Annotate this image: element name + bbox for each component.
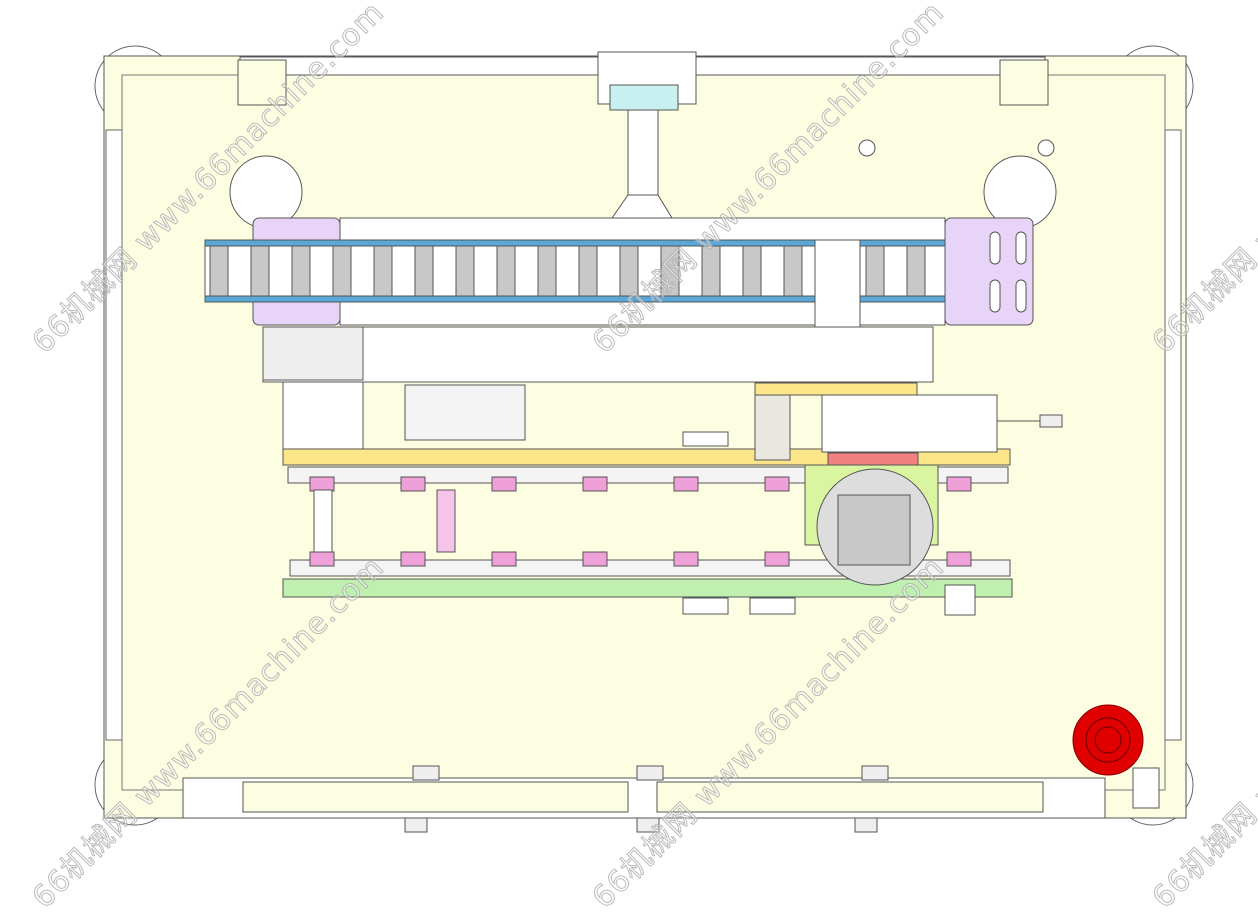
plug (1039, 414, 1063, 428)
cable-chain (204, 239, 946, 303)
top-clamp-left (237, 59, 287, 106)
top-clamp-right (999, 59, 1049, 106)
feet (404, 765, 889, 833)
chain-link (332, 245, 352, 297)
module-endcap (262, 326, 364, 381)
sensors (682, 431, 976, 616)
chain-block (582, 476, 608, 492)
chain-link (578, 245, 598, 297)
chain-link (455, 245, 475, 297)
top-mount-cyan (609, 84, 679, 111)
gear-motor-body (837, 494, 911, 566)
chain-block (491, 551, 517, 567)
chain-link (537, 245, 557, 297)
side-rails (105, 129, 1182, 741)
chain-link (906, 245, 926, 297)
column (611, 109, 673, 219)
emergency-stop-button[interactable] (1072, 704, 1144, 776)
linear-module (262, 326, 934, 383)
chain-block (400, 476, 426, 492)
machine-drawing (94, 45, 1194, 833)
chain-link (373, 245, 393, 297)
chain-block (582, 551, 608, 567)
chain-link (865, 245, 885, 297)
chain-link (250, 245, 270, 297)
mounting-holes (229, 139, 1057, 229)
clamp-block (754, 394, 791, 461)
chain-block (491, 476, 517, 492)
chain-link (660, 245, 680, 297)
chain-block (764, 476, 790, 492)
green-bar (282, 578, 1013, 598)
chain-link (209, 245, 229, 297)
chain-link (783, 245, 803, 297)
switch-box (1132, 767, 1160, 809)
chain-block (673, 551, 699, 567)
yellow-crossbar-top (754, 382, 918, 396)
chain-block (764, 551, 790, 567)
servo-motor (404, 384, 526, 441)
chain-block (309, 476, 335, 492)
chain-link (291, 245, 311, 297)
chain-block (400, 551, 426, 567)
chain-link (496, 245, 516, 297)
chain-block (673, 476, 699, 492)
chain-link (619, 245, 639, 297)
chain-block (946, 476, 972, 492)
chain-block (309, 551, 335, 567)
chain-link (701, 245, 721, 297)
module-support (282, 381, 364, 450)
chain-link (742, 245, 762, 297)
slots-right (989, 231, 1027, 313)
chain-link (414, 245, 434, 297)
bottom-rail-left (242, 781, 629, 813)
bottom-rail-right (656, 781, 1044, 813)
control-box (821, 394, 998, 453)
chain-block (946, 551, 972, 567)
